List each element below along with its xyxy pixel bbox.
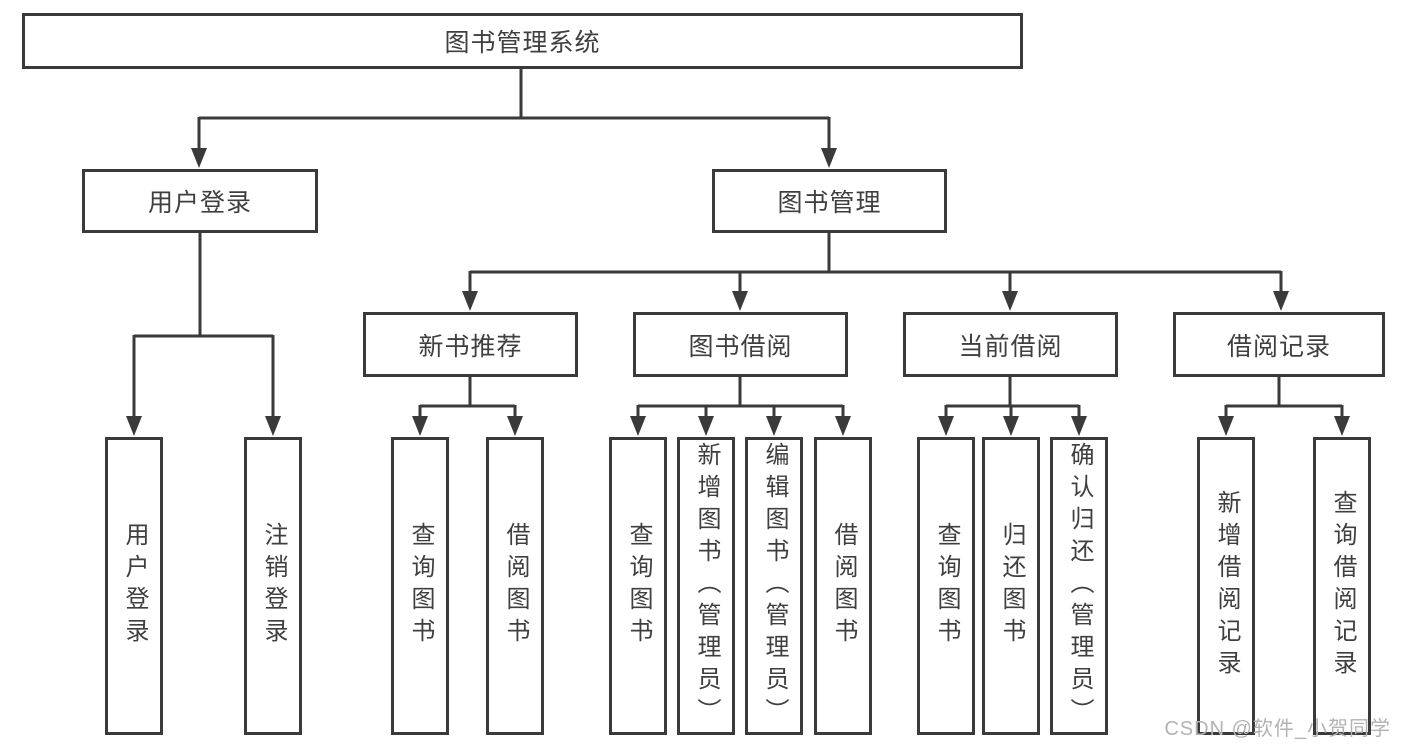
node-new-book-recommend: 新书推荐: [363, 312, 578, 377]
node-label: 查询图书: [625, 522, 652, 650]
node-label: 注销登录: [260, 522, 287, 650]
node-label: 编辑图书（管理员）: [761, 442, 788, 730]
node-label: 新增图书（管理员）: [693, 442, 720, 730]
node-leaf-borrow-books-recommend: 借阅图书: [486, 437, 544, 735]
node-label: 图书管理: [777, 189, 882, 217]
node-label: 用户登录: [147, 189, 252, 217]
node-leaf-add-borrow-record: 新增借阅记录: [1197, 437, 1255, 735]
node-leaf-edit-books-admin: 编辑图书（管理员）: [745, 437, 803, 735]
node-leaf-query-books-borrowing: 查询图书: [609, 437, 667, 735]
node-label: 当前借阅: [958, 332, 1063, 361]
node-book-borrowing: 图书借阅: [633, 312, 848, 377]
node-label: 确认归还（管理员）: [1066, 442, 1093, 730]
node-label: 用户登录: [121, 522, 148, 650]
node-label: 借阅图书: [830, 522, 857, 650]
node-leaf-confirm-return-admin: 确认归还（管理员）: [1050, 437, 1108, 735]
node-leaf-add-books-admin: 新增图书（管理员）: [677, 437, 735, 735]
node-label: 图书借阅: [688, 332, 793, 361]
node-leaf-borrow-books-borrowing: 借阅图书: [814, 437, 872, 735]
node-leaf-query-books-recommend: 查询图书: [391, 437, 449, 735]
node-label: 新增借阅记录: [1213, 490, 1240, 682]
node-label: 借阅图书: [502, 522, 529, 650]
node-user-login: 用户登录: [82, 169, 318, 233]
node-leaf-return-books: 归还图书: [982, 437, 1040, 735]
node-root-system: 图书管理系统: [22, 13, 1023, 69]
arrowheads: [126, 148, 1350, 436]
node-label: 查询借阅记录: [1329, 490, 1356, 682]
node-leaf-user-login: 用户登录: [105, 437, 163, 735]
node-current-borrowing: 当前借阅: [903, 312, 1118, 377]
node-label: 归还图书: [998, 522, 1025, 650]
node-label: 借阅记录: [1226, 332, 1331, 361]
node-label: 查询图书: [407, 522, 434, 650]
node-leaf-query-books-current: 查询图书: [917, 437, 975, 735]
node-label: 查询图书: [933, 522, 960, 650]
csdn-watermark: CSDN @软件_小贺同学: [1164, 718, 1391, 740]
node-borrowing-records: 借阅记录: [1173, 312, 1385, 377]
node-leaf-query-borrow-record: 查询借阅记录: [1313, 437, 1371, 735]
node-label: 新书推荐: [418, 332, 523, 361]
node-book-management: 图书管理: [712, 169, 947, 233]
node-leaf-logout: 注销登录: [244, 437, 302, 735]
node-root-label: 图书管理系统: [444, 29, 601, 57]
